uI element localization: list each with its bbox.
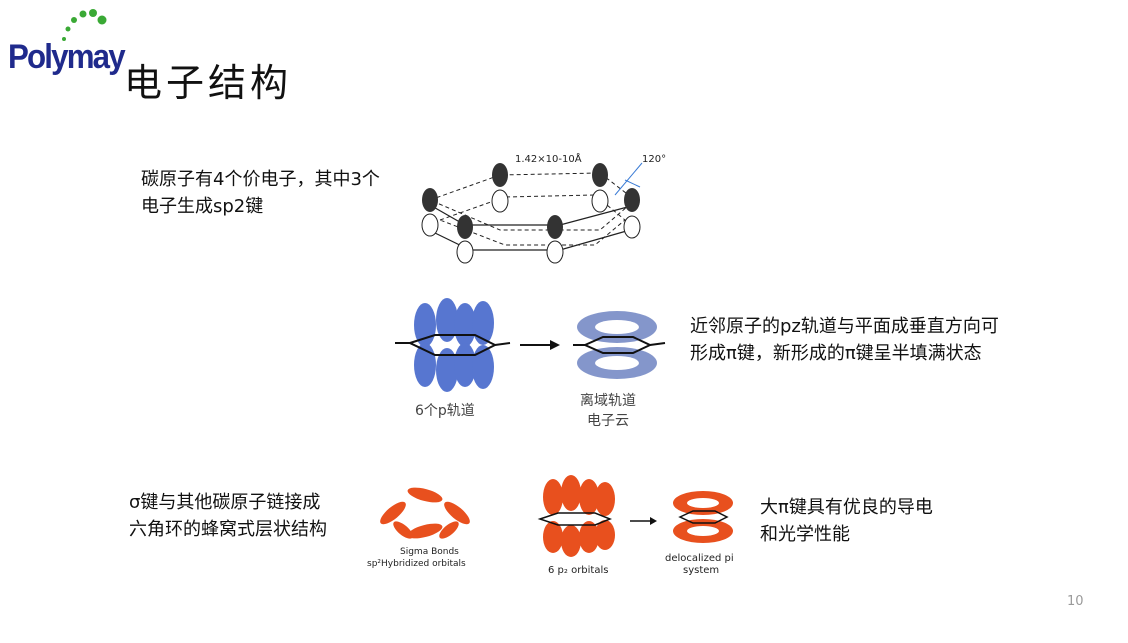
p-orbitals-label: 6个p轨道	[415, 403, 475, 419]
orange-orbital-diagrams: Sigma Bonds sp²Hybridized orbitals 6 p₂ …	[367, 475, 734, 576]
sigma-bonds-figure: Sigma Bonds sp²Hybridized orbitals	[367, 487, 470, 569]
pz-line-1: 近邻原子的pz轨道与平面成垂直方向可	[690, 316, 999, 337]
sp2-line-1: 碳原子有4个价电子，其中3个	[141, 169, 380, 190]
company-logo: Polymay	[6, 6, 126, 92]
arrow-icon	[520, 340, 560, 350]
delocalized-label-1: 离域轨道	[580, 392, 636, 409]
sp2-line-2: 电子生成sp2键	[141, 196, 264, 217]
pz-line-2: 形成π键，新形成的π键呈半填满状态	[690, 343, 982, 364]
blue-p-orbitals	[414, 298, 494, 392]
bond-length-label: 1.42×10-10Å	[515, 152, 582, 165]
pz-orbital-diagram: 6个p轨道 离域轨道 电子云	[395, 298, 666, 429]
pz-description: 近邻原子的pz轨道与平面成垂直方向可 形成π键，新形成的π键呈半填满状态	[690, 313, 1090, 367]
six-p-orbitals-label: 6 p₂ orbitals	[548, 565, 608, 576]
blue-delocalized-cloud	[577, 311, 657, 379]
pi-description: 大π键具有优良的导电 和光学性能	[760, 494, 1000, 548]
arrow-right-icon	[630, 517, 657, 525]
orange-p-orbitals-figure: 6 p₂ orbitals	[537, 475, 615, 576]
delocalized-label-2: 电子云	[587, 413, 629, 429]
sigma-bonds-label: Sigma Bonds	[400, 547, 459, 557]
sp2-hexagon-diagram: 1.42×10-10Å 120°	[421, 152, 666, 264]
p-orbital-lobes	[421, 163, 641, 264]
page-number: 10	[1067, 594, 1084, 609]
pi-line-2: 和光学性能	[760, 524, 850, 545]
delocalized-pi-figure: delocalized pi system	[665, 491, 734, 576]
sigma-line-1: σ键与其他碳原子链接成	[129, 492, 321, 513]
sigma-description: σ键与其他碳原子链接成 六角环的蜂窝式层状结构	[129, 489, 389, 543]
delocalized-pi-label: delocalized pi	[665, 553, 734, 564]
pi-line-1: 大π键具有优良的导电	[760, 497, 933, 518]
sp2-hybridized-label: sp²Hybridized orbitals	[367, 559, 466, 569]
sigma-line-2: 六角环的蜂窝式层状结构	[129, 519, 327, 540]
sp2-description: 碳原子有4个价电子，其中3个 电子生成sp2键	[141, 166, 441, 220]
logo-dots-icon	[62, 9, 107, 41]
system-label: system	[683, 565, 719, 576]
logo-text: Polymay	[8, 38, 126, 76]
bond-angle-label: 120°	[642, 154, 666, 165]
page-title: 电子结构	[124, 61, 293, 105]
